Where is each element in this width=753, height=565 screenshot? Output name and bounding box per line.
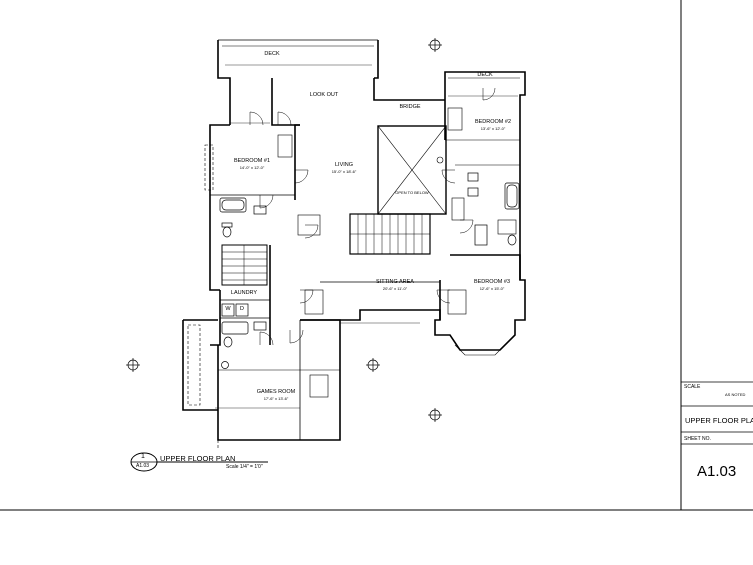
drawing-tag-symbol — [130, 452, 268, 472]
drawing-scale: Scale 1/4" = 1'0" — [226, 464, 263, 470]
room-label-bridge: BRIDGE — [399, 104, 421, 110]
title-block-scale-value: AS NOTED — [725, 392, 746, 397]
room-label-deck-left: DECK — [264, 51, 280, 57]
title-block-sheet-no: A1.03 — [697, 463, 737, 480]
room-label-sitting-area: SITTING AREA — [376, 279, 414, 285]
room-label-bedroom2: BEDROOM #2 — [474, 119, 512, 125]
room-dim-games-room: 17'-6" x 13'-6" — [263, 396, 289, 401]
room-label-bedroom3: BEDROOM #3 — [473, 279, 511, 285]
room-label-washer: W — [225, 306, 231, 312]
closets-and-millwork — [277, 107, 517, 398]
room-label-lookout: LOOK OUT — [309, 92, 339, 98]
drawing-tag-number: 1 — [141, 453, 145, 460]
room-label-living: LIVING — [334, 162, 354, 168]
room-dim-bedroom2: 13'-6" x 12'-0" — [480, 126, 506, 131]
room-dim-bedroom3: 12'-6" x 15'-0" — [479, 286, 505, 291]
title-block — [681, 381, 753, 445]
room-label-open-to-below: OPEN TO BELOW — [395, 190, 429, 195]
drawing-tag-sheet-ref: A1.03 — [136, 463, 150, 469]
sheet-border — [0, 0, 753, 511]
room-label-games-room: GAMES ROOM — [256, 389, 296, 395]
title-block-sheet-no-label: SHEET NO. — [684, 436, 711, 442]
title-block-sheet-title: UPPER FLOOR PLAN — [685, 416, 753, 425]
room-dim-bedroom1: 14'-0" x 12'-0" — [239, 165, 265, 170]
bay-window — [454, 344, 506, 356]
room-label-dryer: D — [240, 306, 244, 312]
dashed-outlines — [187, 144, 219, 448]
room-dim-sitting-area: 20'-6" x 11'-0" — [382, 286, 408, 291]
plumbing-fixtures — [219, 172, 520, 348]
room-dim-living: 15'-0" x 18'-6" — [331, 169, 357, 174]
dimension-lines — [215, 64, 518, 409]
drawing-title: UPPER FLOOR PLAN — [160, 454, 236, 463]
room-label-laundry: LAUNDRY — [230, 290, 258, 296]
floor-plan-walls — [182, 39, 526, 441]
title-block-scale-label: SCALE — [684, 384, 701, 390]
section-markers — [126, 38, 442, 422]
room-label-bedroom1: BEDROOM #1 — [233, 158, 271, 164]
door-swings — [249, 87, 496, 346]
room-label-deck-right: DECK — [477, 72, 493, 78]
stair-and-opening — [221, 125, 447, 286]
